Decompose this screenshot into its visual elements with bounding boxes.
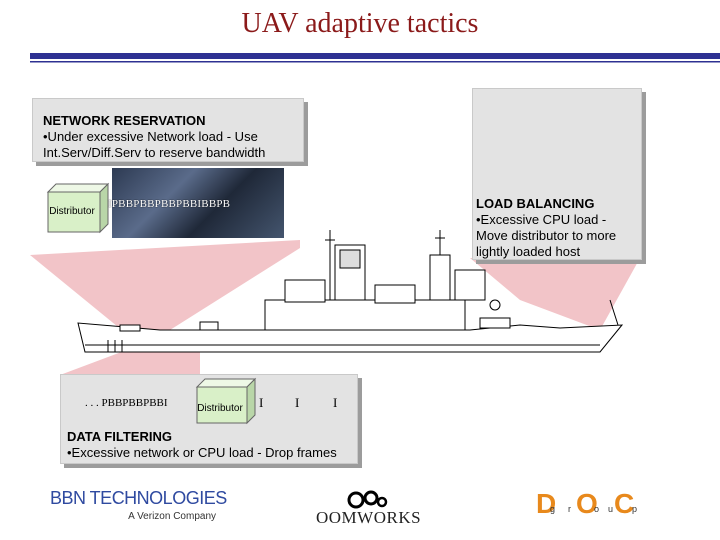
doc-letter-o: O <box>576 488 598 519</box>
filtering-stream-text: . . . PBBPBBPBBI <box>85 397 168 409</box>
filtering-frame-2: I <box>295 395 300 410</box>
filtering-distributor-cube <box>195 377 257 425</box>
doc-letter-c: C <box>614 488 635 519</box>
doc-small-p: p <box>632 504 638 514</box>
load-balancing-line1: •Excessive CPU load - <box>476 212 607 227</box>
load-balancing-line3: lightly loaded host <box>476 244 581 259</box>
title-underline <box>30 53 720 63</box>
network-reservation-panel: NETWORK RESERVATION •Under excessive Net… <box>32 98 304 162</box>
doc-letter-d: D <box>536 488 557 519</box>
filtering-frame-3: I <box>333 395 338 410</box>
network-stream-image: IPBBPBBPBBPBBIBBPB <box>108 168 284 238</box>
doc-small-g: g <box>550 504 556 514</box>
data-filtering-line1: •Excessive network or CPU load - Drop fr… <box>67 445 337 460</box>
load-balancing-heading: LOAD BALANCING <box>476 196 595 211</box>
bbn-logo-main: BBN TECHNOLOGIES <box>50 488 227 508</box>
network-distributor-label: Distributor <box>49 206 95 217</box>
doc-small-r: r <box>568 504 571 514</box>
oomworks-gear-icon <box>347 490 388 509</box>
load-balancing-line2: Move distributor to more <box>476 228 617 243</box>
filtering-distributor-label: Distributor <box>197 403 243 414</box>
network-reservation-heading: NETWORK RESERVATION <box>43 113 206 128</box>
load-balancing-panel: LOAD BALANCING •Excessive CPU load - Mov… <box>472 88 642 260</box>
data-filtering-heading: DATA FILTERING <box>67 429 172 444</box>
bbn-logo-sub: A Verizon Company <box>128 511 216 522</box>
doc-group-logo: D O C g r o u p <box>536 488 666 524</box>
oomworks-logo: OOMWORKS <box>316 508 422 527</box>
network-distributor-cube <box>46 182 110 234</box>
network-reservation-line1: •Under excessive Network load - Use <box>43 129 258 144</box>
slide-title: UAV adaptive tactics <box>241 8 479 39</box>
filtering-frame-1: I <box>259 395 264 410</box>
doc-small-o: o <box>594 504 600 514</box>
ship-illustration <box>77 230 624 353</box>
callout-wedge-network <box>30 240 300 345</box>
bbn-logo: BBN TECHNOLOGIES A Verizon Company <box>50 488 230 522</box>
callout-wedge-loadbalance <box>470 258 640 330</box>
network-reservation-line2: Int.Serv/Diff.Serv to reserve bandwidth <box>43 145 266 160</box>
doc-small-u: u <box>608 504 614 514</box>
network-stream-text: IPBBPBBPBBPBBIBBPB <box>108 198 231 210</box>
data-filtering-panel: . . . PBBPBBPBBI Distributor I I I DATA … <box>60 374 358 464</box>
